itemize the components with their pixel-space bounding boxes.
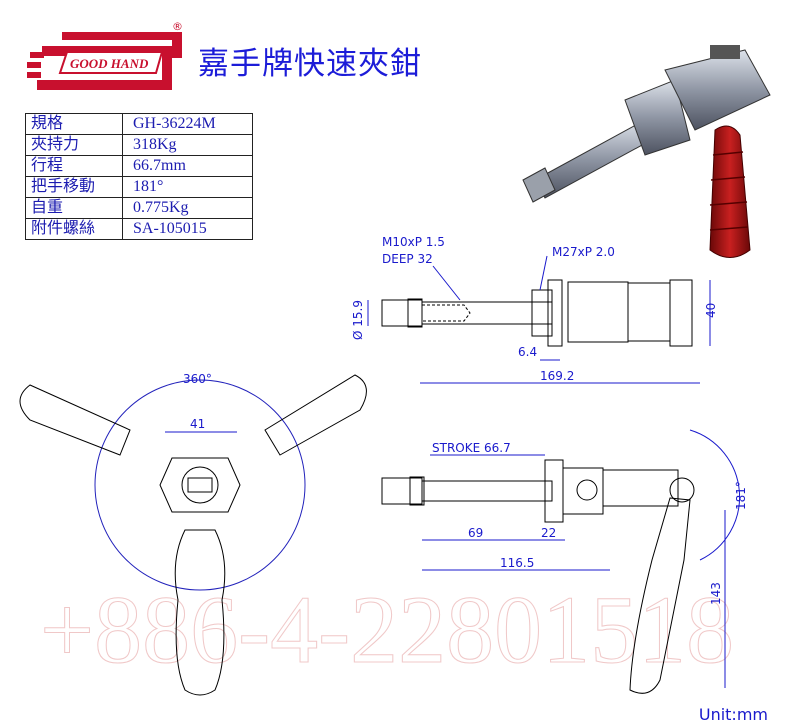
watermark-text: +886-4-22801518 [40, 576, 734, 683]
product-render [522, 45, 771, 258]
svg-text:Ø 15.9: Ø 15.9 [351, 300, 365, 340]
svg-text:169.2: 169.2 [540, 369, 574, 383]
svg-text:22: 22 [541, 526, 556, 540]
svg-text:69: 69 [468, 526, 483, 540]
svg-text:116.5: 116.5 [500, 556, 534, 570]
svg-text:41: 41 [190, 417, 205, 431]
svg-text:143: 143 [709, 582, 723, 605]
page-title: 嘉手牌快速夾鉗 [198, 46, 422, 82]
svg-text:GOOD HAND: GOOD HAND [70, 56, 149, 71]
svg-text:M10xP 1.5: M10xP 1.5 [382, 235, 445, 249]
unit-label: Unit:mm [698, 705, 768, 724]
brand-logo: GOOD HAND ® [27, 20, 183, 90]
svg-text:DEEP 32: DEEP 32 [382, 252, 433, 266]
svg-text:181°: 181° [734, 481, 748, 510]
svg-text:STROKE 66.7: STROKE 66.7 [432, 441, 511, 455]
svg-text:40: 40 [704, 303, 718, 318]
svg-text:360°: 360° [183, 372, 212, 386]
svg-text:M27xP 2.0: M27xP 2.0 [552, 245, 615, 259]
svg-text:®: ® [172, 20, 183, 33]
svg-text:6.4: 6.4 [518, 345, 537, 359]
